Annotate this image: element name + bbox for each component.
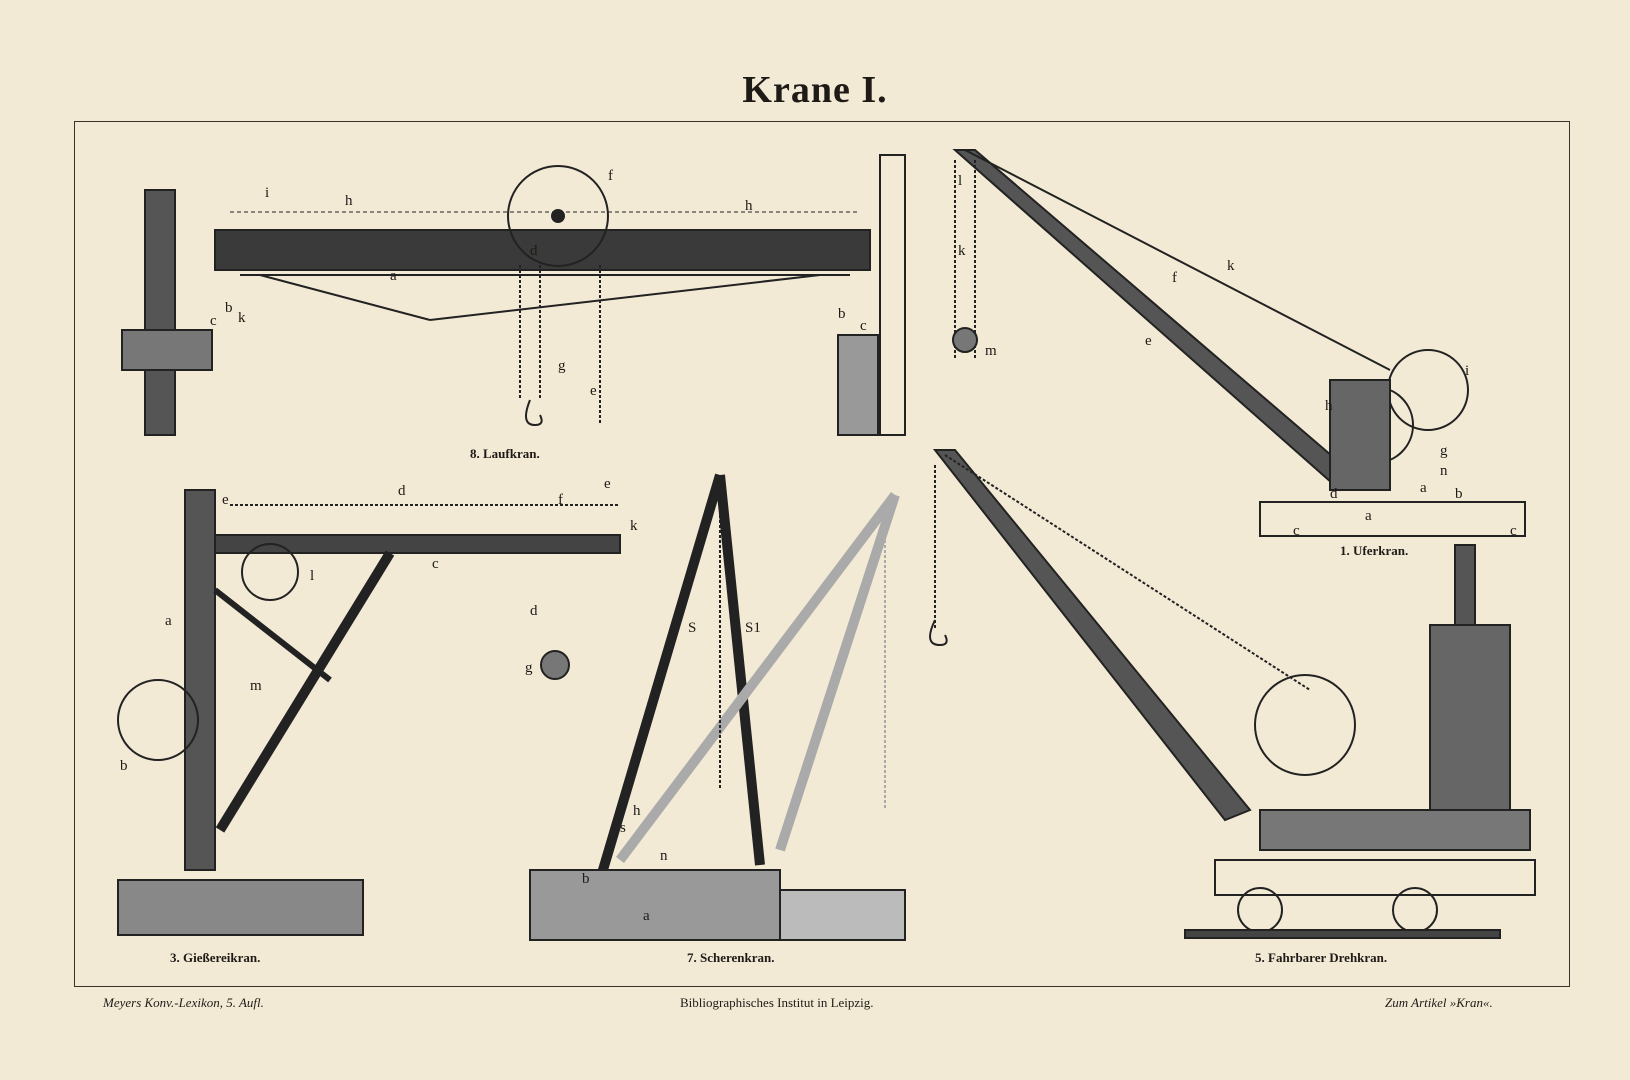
footer-article: Zum Artikel »Kran«. bbox=[1385, 995, 1493, 1010]
figure-label: a bbox=[643, 908, 650, 924]
caption-scherenkran: 7. Scherenkran. bbox=[687, 950, 775, 965]
figure-label: l bbox=[958, 173, 962, 189]
footer-publisher: Bibliographisches Institut in Leipzig. bbox=[680, 995, 874, 1010]
figure-label: a bbox=[1420, 480, 1427, 496]
figure-label: e bbox=[604, 476, 611, 492]
figure-label: h bbox=[1325, 398, 1333, 414]
uferkran-illustration bbox=[952, 149, 1526, 537]
caption-uferkran: 1. Uferkran. bbox=[1340, 543, 1409, 558]
figure-label: s bbox=[620, 820, 626, 836]
figure-label: S1 bbox=[745, 620, 761, 636]
figure-label: d bbox=[1330, 486, 1338, 502]
figure-label: e bbox=[590, 383, 597, 399]
figure-label: b bbox=[838, 306, 846, 322]
plate-title: Krane I. bbox=[742, 69, 888, 111]
figure-label: c bbox=[1293, 523, 1300, 539]
figure-label: c bbox=[432, 556, 439, 572]
figure-label: k bbox=[630, 518, 638, 534]
figure-label: i bbox=[1465, 363, 1469, 379]
figure-label: h bbox=[745, 198, 753, 214]
scherenkran-illustration bbox=[529, 473, 906, 941]
figure-label: f bbox=[558, 492, 563, 508]
figure-label: m bbox=[250, 678, 262, 694]
figure-label: a bbox=[1365, 508, 1372, 524]
figure-label: f bbox=[608, 168, 613, 184]
figure-label: g bbox=[558, 358, 566, 374]
figure-label: b bbox=[225, 300, 233, 316]
laufkran-illustration bbox=[121, 154, 906, 436]
figure-label: i bbox=[265, 185, 269, 201]
figure-label: k bbox=[1227, 258, 1235, 274]
caption-giessereikran: 3. Gießereikran. bbox=[170, 950, 261, 965]
figure-label: d bbox=[530, 603, 538, 619]
figure-label: h bbox=[633, 803, 641, 819]
figure-label: g bbox=[1440, 443, 1448, 459]
figure-label: e bbox=[1145, 333, 1152, 349]
figure-label: e bbox=[222, 492, 229, 508]
figure-label: h bbox=[345, 193, 353, 209]
figure-label: f bbox=[1172, 270, 1177, 286]
figure-label: b bbox=[1455, 486, 1463, 502]
figure-label: S bbox=[688, 620, 696, 636]
caption-fahrbarer-drehkran: 5. Fahrbarer Drehkran. bbox=[1255, 950, 1388, 965]
figure-label: k bbox=[238, 310, 246, 326]
giessereikran-illustration bbox=[117, 489, 621, 936]
figure-label: n bbox=[660, 848, 668, 864]
figure-label: k bbox=[958, 243, 966, 259]
footer-source: Meyers Konv.-Lexikon, 5. Aufl. bbox=[103, 995, 264, 1010]
figure-label: d bbox=[530, 243, 538, 259]
figure-label: d bbox=[398, 483, 406, 499]
figure-label: c bbox=[210, 313, 217, 329]
plate-frame bbox=[74, 121, 1570, 987]
figure-label: c bbox=[1510, 523, 1517, 539]
fahrbarer-drehkran-illustration bbox=[929, 449, 1536, 939]
figure-label: l bbox=[310, 568, 314, 584]
figure-label: n bbox=[1440, 463, 1448, 479]
figure-label: b bbox=[120, 758, 128, 774]
figure-label: a bbox=[390, 268, 397, 284]
figure-label: g bbox=[525, 660, 533, 676]
figure-label: a bbox=[165, 613, 172, 629]
figure-label: m bbox=[985, 343, 997, 359]
figure-label: b bbox=[582, 871, 590, 887]
caption-laufkran: 8. Laufkran. bbox=[470, 446, 540, 461]
figure-label: c bbox=[860, 318, 867, 334]
